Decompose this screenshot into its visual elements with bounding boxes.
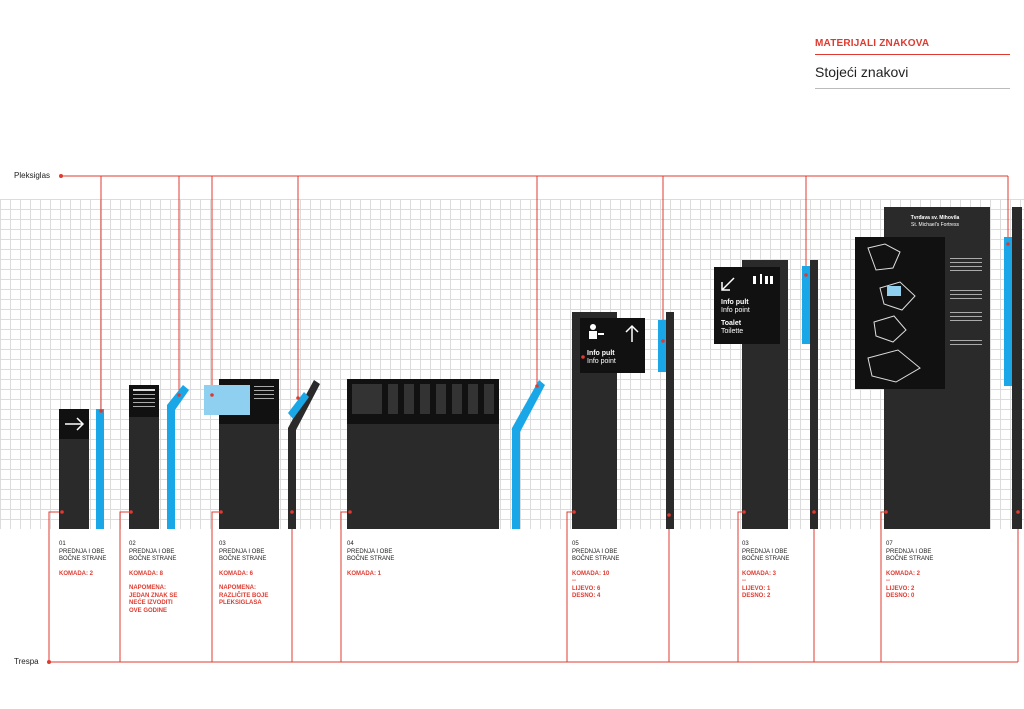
header-rule-red (815, 54, 1010, 55)
caption-desc2: BOČNE STRANE (59, 556, 107, 562)
caption-note: NEĆE IZVODITI (129, 600, 173, 606)
caption-note: -- (572, 578, 576, 584)
sign-01 (59, 409, 104, 529)
caption-note: DESNO: 0 (886, 593, 915, 599)
trespa-leaders (48, 511, 1019, 663)
header-rule-grey (815, 88, 1010, 89)
fortress-title: Tvrđava sv. Mihovila St. Michael's Fortr… (890, 215, 980, 229)
caption-sign-05: 05 PREDNJA I OBE BOČNE STRANE KOMADA: 10… (572, 541, 662, 601)
caption-note: -- (742, 578, 746, 584)
caption-note: LIJEVO: 1 (742, 585, 771, 592)
caption-sign-03: 03 PREDNJA I OBE BOČNE STRANE KOMADA: 6 … (219, 541, 309, 608)
caption-desc1: PREDNJA I OBE (219, 548, 265, 555)
caption-note: KOMADA: 8 (129, 570, 163, 577)
sign-07 (855, 207, 1022, 529)
toilet-people-icon (753, 274, 773, 284)
caption-number: 03 (742, 541, 749, 547)
caption-number: 02 (129, 541, 136, 547)
toilet-line1: Toalet (721, 320, 742, 327)
pleksiglas-leaders (61, 175, 1009, 411)
caption-note: KOMADA: 2 (59, 570, 93, 577)
caption-sign-04: 04 PREDNJA I OBE BOČNE STRANE KOMADA: 1 (347, 541, 437, 578)
info-line2: Info point (721, 307, 750, 314)
arrow-right-icon (65, 417, 85, 431)
caption-sign-06: 03 PREDNJA I OBE BOČNE STRANE KOMADA: 3 … (742, 541, 832, 601)
caption-number: 01 (59, 541, 66, 547)
caption-desc1: PREDNJA I OBE (347, 548, 393, 555)
sign-03 (204, 379, 320, 529)
sign-02 (129, 385, 189, 529)
info-sign-05-text: Info pult Info point (587, 350, 616, 366)
caption-sign-02: 02 PREDNJA I OBE BOČNE STRANE KOMADA: 8 … (129, 541, 219, 615)
label-pleksiglas: Pleksiglas (14, 171, 51, 180)
caption-note: DESNO: 2 (742, 593, 771, 599)
caption-note: PLEKSIGLASA (219, 600, 262, 606)
info-line1: Info pult (587, 350, 615, 357)
sign-06 (714, 260, 818, 529)
caption-number: 05 (572, 541, 579, 547)
label-trespa: Trespa (14, 657, 39, 666)
caption-note: RAZLIČITE BOJE (219, 592, 269, 599)
caption-note: NAPOMENA: (219, 585, 256, 591)
sign-05 (572, 312, 674, 529)
caption-note: KOMADA: 3 (742, 570, 776, 577)
connection-dots (60, 242, 1020, 517)
caption-number: 03 (219, 541, 226, 547)
caption-desc1: PREDNJA I OBE (572, 548, 618, 555)
info-person-icon (589, 324, 604, 339)
caption-note: NAPOMENA: (129, 585, 166, 591)
caption-note: KOMADA: 1 (347, 570, 381, 577)
caption-number: 07 (886, 541, 893, 547)
caption-desc1: PREDNJA I OBE (59, 548, 105, 555)
info-sign-06-text: Info pult Info point Toalet Toilette (721, 299, 750, 336)
caption-desc1: PREDNJA I OBE (129, 548, 175, 555)
caption-desc2: BOČNE STRANE (129, 556, 177, 562)
toilet-line2: Toilette (721, 328, 744, 335)
caption-desc1: PREDNJA I OBE (742, 548, 788, 555)
caption-sign-07: 07 PREDNJA I OBE BOČNE STRANE KOMADA: 2 … (886, 541, 976, 601)
caption-note: LIJEVO: 2 (886, 585, 915, 592)
arrow-up-icon (625, 324, 639, 342)
arrow-down-left-icon (721, 277, 735, 291)
caption-desc2: BOČNE STRANE (347, 556, 395, 562)
caption-note: DESNO: 4 (572, 593, 601, 599)
fortress-line1: Tvrđava sv. Mihovila (910, 215, 960, 221)
caption-note: KOMADA: 10 (572, 570, 610, 577)
caption-desc1: PREDNJA I OBE (886, 548, 932, 555)
caption-note: -- (886, 578, 890, 584)
caption-desc2: BOČNE STRANE (742, 556, 790, 562)
caption-note: JEDAN ZNAK SE (129, 592, 178, 599)
fortress-line2: St. Michael's Fortress (911, 222, 959, 228)
sign-04 (347, 379, 545, 529)
caption-desc2: BOČNE STRANE (219, 556, 267, 562)
page-title: Stojeći znakovi (815, 64, 909, 80)
caption-desc2: BOČNE STRANE (572, 556, 620, 562)
caption-number: 04 (347, 541, 354, 547)
caption-sign-01: 01 PREDNJA I OBE BOČNE STRANE KOMADA: 2 (59, 541, 149, 578)
caption-note: OVE GODINE (129, 607, 168, 614)
section-heading: MATERIJALI ZNAKOVA (815, 38, 930, 49)
caption-desc2: BOČNE STRANE (886, 556, 934, 562)
caption-note: KOMADA: 6 (219, 570, 253, 577)
info-line2: Info point (587, 358, 616, 365)
caption-note: LIJEVO: 6 (572, 585, 601, 592)
leader-dots (47, 174, 63, 664)
caption-note: KOMADA: 2 (886, 570, 920, 577)
info-line1: Info pult (721, 299, 749, 306)
